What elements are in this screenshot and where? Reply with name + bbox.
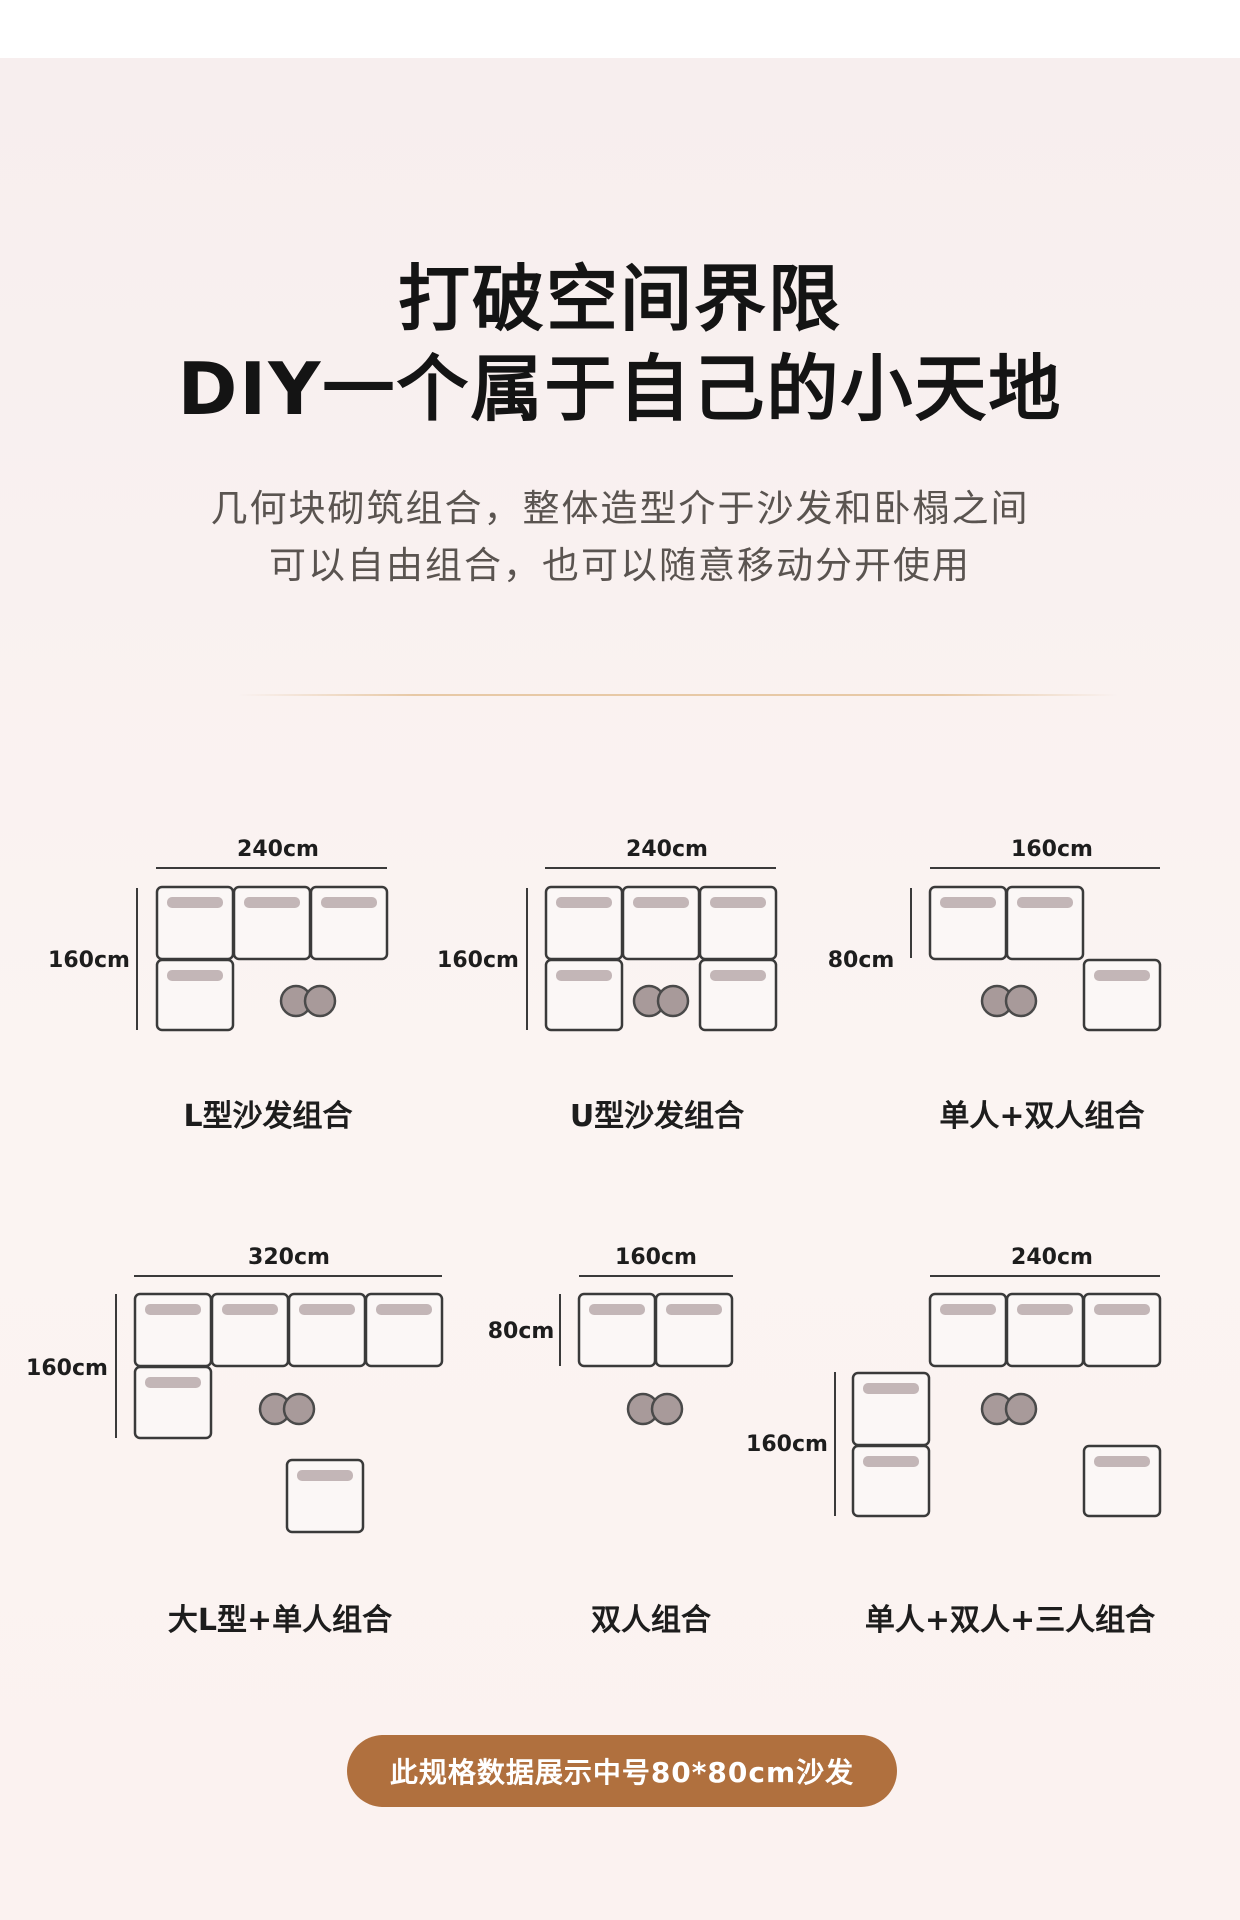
height-label: 160cm (26, 1356, 108, 1381)
sofa-block (364, 1292, 444, 1368)
subtitle-line-1: 几何块砌筑组合，整体造型介于沙发和卧榻之间 (210, 487, 1030, 530)
height-label: 80cm (828, 948, 895, 973)
sofa-block (621, 885, 701, 961)
sofa-block (544, 958, 624, 1032)
combo-single-double-triple: 240cm 160cm 单人+双人+三人组合 (746, 1245, 1162, 1638)
headline-line-2: DIY一个属于自己的小天地 (177, 347, 1063, 431)
sofa-block (285, 1458, 365, 1534)
combo-single-double: 160cm 80cm 单人+双人组合 (828, 837, 1162, 1134)
sofa-block (1082, 1444, 1162, 1518)
sofa-block (133, 1365, 213, 1440)
sofa-block (698, 885, 778, 961)
combo-caption: 单人+双人+三人组合 (865, 1603, 1155, 1638)
spec-note-pill: 此规格数据展示中号80*80cm沙发 (347, 1735, 897, 1807)
sofa-block (654, 1292, 734, 1368)
combo-double: 160cm 80cm 双人组合 (488, 1245, 734, 1638)
sofa-block (928, 885, 1008, 961)
sofa-block (155, 958, 235, 1032)
sofa-block (928, 1292, 1008, 1368)
width-label: 240cm (1011, 1245, 1093, 1270)
sofa-block (210, 1292, 290, 1368)
sofa-block (309, 885, 389, 961)
sofa-block (851, 1444, 931, 1518)
sofa-block (851, 1371, 931, 1447)
ball-pair (632, 984, 690, 1018)
width-label: 320cm (248, 1245, 330, 1270)
ball-pair (980, 1392, 1038, 1426)
combo-caption: 大L型+单人组合 (168, 1603, 392, 1638)
combo-l-shape: 240cm 160cm L型沙发组合 (48, 837, 389, 1134)
height-label: 80cm (488, 1319, 555, 1344)
ball-pair (980, 984, 1038, 1018)
combo-caption: 单人+双人组合 (939, 1099, 1144, 1134)
width-label: 240cm (237, 837, 319, 862)
sofa-block (232, 885, 312, 961)
subtitle-line-2: 可以自由组合，也可以随意移动分开使用 (269, 544, 971, 587)
combo-caption: 双人组合 (591, 1603, 711, 1638)
height-label: 160cm (48, 948, 130, 973)
sofa-block (1005, 885, 1085, 961)
sofa-block (155, 885, 235, 961)
sofa-block (1005, 1292, 1085, 1368)
sofa-block (1082, 958, 1162, 1032)
width-label: 160cm (1011, 837, 1093, 862)
sofa-block (287, 1292, 367, 1368)
combo-caption: L型沙发组合 (183, 1099, 352, 1134)
sofa-block (544, 885, 624, 961)
height-label: 160cm (437, 948, 519, 973)
ball-pair (258, 1392, 316, 1426)
combo-large-l-single: 320cm 160cm 大L型+单人组合 (26, 1245, 444, 1638)
combo-caption: U型沙发组合 (570, 1099, 744, 1134)
sofa-block (133, 1292, 213, 1368)
sofa-block (1082, 1292, 1162, 1368)
ball-pair (279, 984, 337, 1018)
headline-line-1: 打破空间界限 (397, 257, 842, 341)
sofa-block (577, 1292, 657, 1368)
ball-pair (626, 1392, 684, 1426)
height-label: 160cm (746, 1432, 828, 1457)
sofa-block (698, 958, 778, 1032)
width-label: 240cm (626, 837, 708, 862)
spec-note-text: 此规格数据展示中号80*80cm沙发 (389, 1756, 855, 1789)
combo-u-shape: 240cm 160cm U型沙发组合 (437, 837, 778, 1134)
width-label: 160cm (615, 1245, 697, 1270)
divider-line (238, 694, 1118, 696)
